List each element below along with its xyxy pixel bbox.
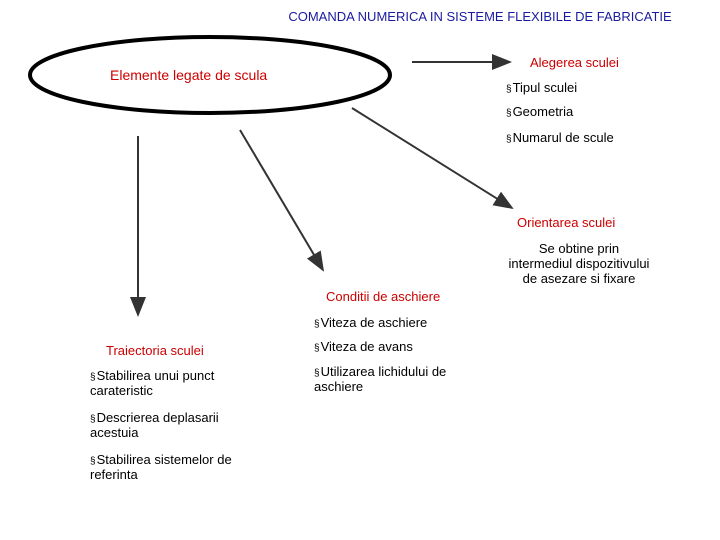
bullet-icon: § bbox=[314, 368, 320, 379]
bullet-icon: § bbox=[90, 414, 96, 425]
arrow-to-orientarea bbox=[351, 107, 514, 210]
bullet-icon: § bbox=[314, 319, 320, 330]
bullet-icon: § bbox=[90, 372, 96, 383]
arrow-to-conditii bbox=[239, 129, 325, 272]
traiectoria-item: §Stabilirea unui punct carateristic bbox=[90, 368, 215, 398]
bullet-icon: § bbox=[506, 134, 512, 145]
conditii-item: §Viteza de avans bbox=[314, 339, 413, 354]
traiectoria-heading: Traiectoria sculei bbox=[106, 343, 204, 358]
alegerea-item: §Tipul sculei bbox=[506, 80, 578, 95]
conditii-item: §Viteza de aschiere bbox=[314, 315, 428, 330]
alegerea-item: §Geometria bbox=[506, 104, 574, 119]
orientarea-heading: Orientarea sculei bbox=[517, 215, 616, 230]
bullet-icon: § bbox=[90, 456, 96, 467]
traiectoria-item: §Stabilirea sistemelor de referinta bbox=[90, 452, 232, 482]
central-ellipse bbox=[28, 35, 392, 115]
alegerea-heading: Alegerea sculei bbox=[530, 55, 619, 70]
diagram-title: COMANDA NUMERICA IN SISTEME FLEXIBILE DE… bbox=[288, 9, 672, 24]
central-label: Elemente legate de scula bbox=[110, 67, 268, 83]
bullet-icon: § bbox=[506, 108, 512, 119]
traiectoria-item: §Descrierea deplasarii acestuia bbox=[90, 410, 219, 440]
bullet-icon: § bbox=[314, 343, 320, 354]
conditii-item: §Utilizarea lichidului de aschiere bbox=[314, 364, 447, 394]
alegerea-item: §Numarul de scule bbox=[506, 130, 614, 145]
orientarea-description: Se obtine prin intermediul dispozitivulu… bbox=[508, 241, 650, 286]
bullet-icon: § bbox=[506, 84, 512, 95]
conditii-heading: Conditii de aschiere bbox=[326, 289, 441, 304]
